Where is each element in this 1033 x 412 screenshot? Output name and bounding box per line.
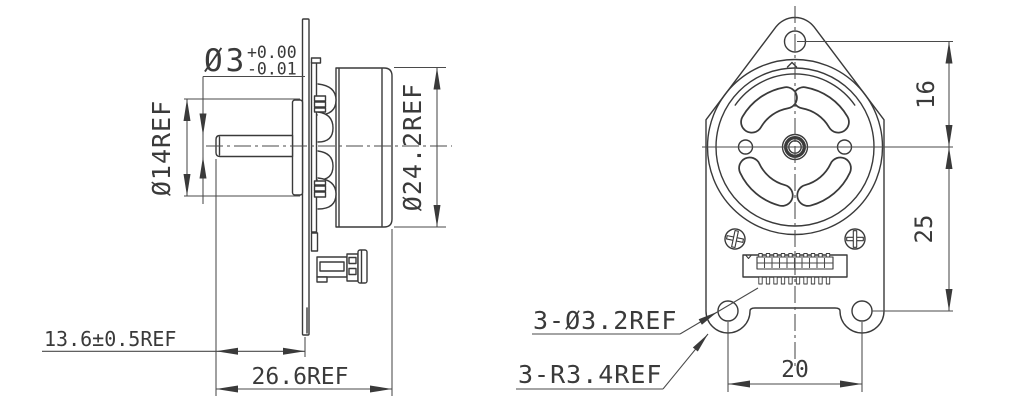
arrowhead [945, 147, 953, 169]
arrowhead [183, 174, 191, 196]
arrowhead [433, 67, 441, 90]
screw-left [724, 228, 746, 250]
gearbox-back-plate [310, 57, 322, 252]
mounting-hole-bottom-left [717, 300, 739, 322]
arrowhead [216, 385, 238, 393]
dim-bottom-hole-spacing: 20 [727, 322, 863, 392]
dim-shaft-diameter: Ø3 +0.00 -0.01 [199, 43, 305, 204]
mounting-holes-label: 3-Ø3.2REF [533, 306, 677, 335]
arrowhead [199, 113, 207, 136]
dim-hub-diameter: Ø14REF [147, 98, 300, 197]
top-hole-offset-label: 16 [912, 80, 940, 109]
pin-dividers [763, 258, 826, 268]
bottom-hole-spacing-label: 20 [781, 357, 809, 383]
output-hub [291, 99, 304, 196]
dim-top-hole-offset: 16 [797, 40, 953, 147]
body-dia-label: Ø24.2REF [398, 83, 427, 211]
arrowhead [698, 311, 718, 325]
arrowhead [945, 289, 953, 311]
shaft-dia-label: Ø3 [204, 43, 247, 79]
gear-train-profile [313, 83, 337, 210]
arrowhead [945, 41, 953, 64]
polarity-mark [745, 255, 752, 259]
shaft-protrusion-label: 13.6±0.5REF [44, 327, 176, 351]
dim-body-diameter: Ø24.2REF [394, 66, 446, 228]
corner-radius-label: 3-R3.4REF [518, 360, 662, 389]
arrowhead [692, 334, 708, 352]
dim-bottom-hole-offset: 25 [872, 147, 953, 312]
front-view: 16 25 20 3-Ø3.2REF [516, 6, 953, 392]
output-shaft [215, 134, 294, 158]
leader-corner-radius: 3-R3.4REF [516, 333, 709, 390]
arrowhead [216, 347, 238, 355]
mounting-plate-side [301, 18, 310, 336]
leader-mounting-holes: 3-Ø3.2REF [532, 287, 759, 335]
pad-row [758, 253, 831, 258]
vent-slots [738, 86, 852, 207]
arrowhead [433, 205, 441, 227]
arrowhead [283, 347, 305, 355]
mounting-hole-bottom-right [851, 300, 873, 322]
dim-shaft-protrusion: 13.6±0.5REF [42, 159, 306, 396]
connector-side [316, 249, 368, 284]
arrowhead [199, 156, 207, 179]
bottom-hole-offset-label: 25 [910, 215, 938, 244]
hub-dia-label: Ø14REF [147, 100, 176, 196]
arrowhead [370, 385, 392, 393]
arrowhead [840, 380, 862, 388]
pin-row [758, 276, 831, 285]
side-view: Ø3 +0.00 -0.01 Ø14REF Ø24.2REF [42, 18, 452, 396]
motor-body-side [335, 67, 393, 228]
arrowhead [183, 99, 191, 121]
shaft-dia-tol-upper: +0.00 [247, 43, 297, 62]
screw-right [844, 228, 866, 250]
overall-depth-label: 26.6REF [252, 364, 349, 390]
arrowhead [945, 125, 953, 147]
arrowhead [728, 380, 750, 388]
dim-overall-depth: 26.6REF [216, 229, 393, 396]
shaft-dia-tol-lower: -0.01 [247, 60, 297, 79]
